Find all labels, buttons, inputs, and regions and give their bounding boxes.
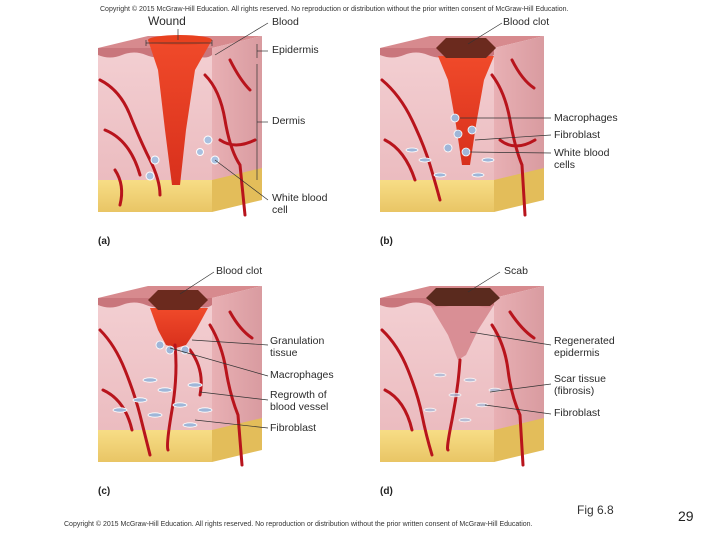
panel-b-block xyxy=(380,36,544,215)
figure-label: Fig 6.8 xyxy=(577,503,614,517)
panel-d-scab xyxy=(426,288,500,306)
panel-b-letter: (b) xyxy=(380,236,393,247)
label-d-scab: Scab xyxy=(504,266,528,277)
label-b-wbc-line1: White blood xyxy=(554,148,609,159)
label-b-fibroblast: Fibroblast xyxy=(554,130,600,141)
copyright-bottom: Copyright © 2015 McGraw-Hill Education. … xyxy=(64,521,533,528)
label-d-scar-line2: (fibrosis) xyxy=(554,386,594,397)
label-c-granulation-line1: Granulation xyxy=(270,336,324,347)
label-blood: Blood xyxy=(272,17,299,28)
label-dermis: Dermis xyxy=(272,116,305,127)
panel-a-letter: (a) xyxy=(98,236,110,247)
label-c-granulation-line2: tissue xyxy=(270,348,297,359)
panel-c-block xyxy=(98,286,262,465)
label-c-fibroblast: Fibroblast xyxy=(270,423,316,434)
page-number: 29 xyxy=(678,508,694,524)
label-a-wbc-line1: White blood xyxy=(272,193,327,204)
label-d-fibroblast: Fibroblast xyxy=(554,408,600,419)
label-b-wbc-line2: cells xyxy=(554,160,575,171)
label-c-macrophages: Macrophages xyxy=(270,370,334,381)
label-c-regrowth-line2: blood vessel xyxy=(270,402,328,413)
panel-d-letter: (d) xyxy=(380,486,393,497)
label-epidermis: Epidermis xyxy=(272,45,319,56)
label-a-wbc-line2: cell xyxy=(272,205,288,216)
label-c-regrowth-line1: Regrowth of xyxy=(270,390,327,401)
label-d-scar-line1: Scar tissue xyxy=(554,374,606,385)
panel-d-block xyxy=(380,286,544,465)
label-c-blood-clot: Blood clot xyxy=(216,266,262,277)
panel-a-block xyxy=(98,35,262,215)
label-b-macrophages: Macrophages xyxy=(554,113,618,124)
panel-c-letter: (c) xyxy=(98,486,110,497)
label-d-regen-line2: epidermis xyxy=(554,348,600,359)
label-d-regen-line1: Regenerated xyxy=(554,336,615,347)
label-wound: Wound xyxy=(148,16,186,27)
label-b-blood-clot: Blood clot xyxy=(503,17,549,28)
